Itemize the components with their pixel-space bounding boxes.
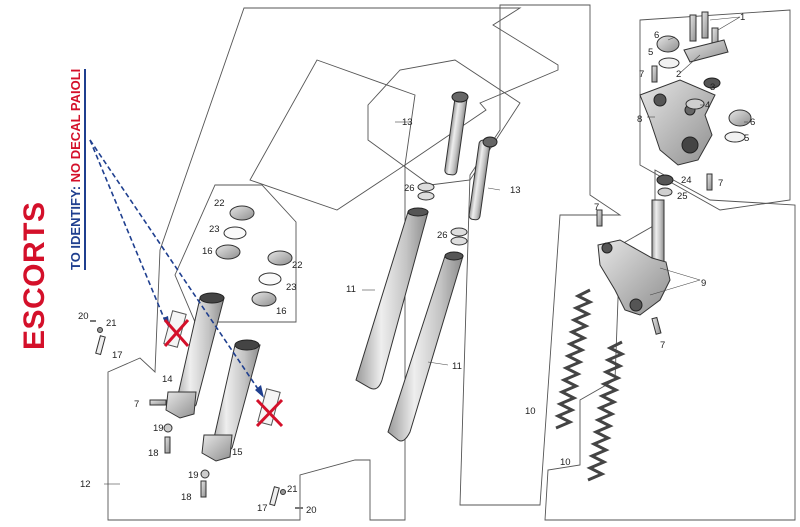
callout-16a: 16 (202, 246, 213, 257)
fork-springs (554, 288, 626, 482)
callout-8: 8 (637, 114, 642, 125)
damper-rods (444, 91, 498, 221)
seal-rings (215, 205, 293, 307)
callout-11b: 11 (452, 361, 462, 372)
stanchion-tubes (355, 207, 464, 442)
callout-13a: 13 (402, 117, 413, 128)
callout-18a: 18 (148, 448, 159, 459)
callout-19b: 19 (188, 470, 199, 481)
identify-warning: NO DECAL PAIOLI (68, 68, 83, 183)
callout-26b: 26 (437, 230, 448, 241)
callout-14: 14 (162, 374, 173, 385)
callout-1: 1 (740, 12, 745, 23)
callout-11a: 11 (346, 284, 356, 295)
panel-outlines (107, 4, 796, 521)
caps-and-washers-right (651, 35, 752, 197)
callout-6a: 6 (654, 30, 659, 41)
callout-2: 2 (676, 69, 681, 80)
callout-20b: 20 (306, 505, 317, 516)
callout-12: 12 (80, 479, 91, 490)
callout-7c: 7 (594, 202, 599, 213)
upper-triple-clamp (639, 79, 716, 166)
callout-7d: 7 (660, 340, 665, 351)
callout-15: 15 (232, 447, 243, 458)
bushings (417, 182, 468, 246)
callout-4: 4 (705, 100, 710, 111)
callout-19a: 19 (153, 423, 164, 434)
top-bolts (683, 11, 729, 63)
callout-18b: 18 (181, 492, 192, 503)
callout-22b: 22 (292, 260, 303, 271)
callout-24: 24 (681, 175, 692, 186)
callout-20a: 20 (78, 311, 89, 322)
small-fasteners (90, 320, 303, 509)
callout-10a: 10 (525, 406, 536, 417)
brand-label: ESCORTS (18, 201, 51, 350)
callout-6b: 6 (750, 117, 755, 128)
callout-21b: 21 (287, 484, 298, 495)
callout-21a: 21 (106, 318, 117, 329)
leader-lines (104, 16, 748, 485)
callout-17a: 17 (112, 350, 123, 361)
decal-crossed-marks (163, 310, 284, 428)
callout-5a: 5 (648, 47, 653, 58)
callout-7a: 7 (639, 69, 644, 80)
callout-9: 9 (701, 278, 706, 289)
callout-5b: 5 (744, 133, 749, 144)
callout-16b: 16 (276, 306, 287, 317)
callout-17b: 17 (257, 503, 268, 514)
identify-note: TO IDENTIFY: NO DECAL PAIOLI (68, 68, 86, 270)
callout-7b: 7 (718, 178, 723, 189)
callout-labels: 1 2 3 4 5 5 6 6 7 7 7 7 7 8 9 10 10 11 1… (78, 12, 755, 516)
callout-13b: 13 (510, 185, 521, 196)
callout-3: 3 (710, 82, 715, 93)
callout-23b: 23 (286, 282, 297, 293)
identify-prefix: TO IDENTIFY: (68, 182, 83, 270)
lower-triple-clamp (596, 199, 671, 335)
callout-26a: 26 (404, 183, 415, 194)
callout-25: 25 (677, 191, 688, 202)
callout-7e: 7 (134, 399, 139, 410)
callout-22a: 22 (214, 198, 225, 209)
callout-10b: 10 (560, 457, 571, 468)
callout-23a: 23 (209, 224, 220, 235)
